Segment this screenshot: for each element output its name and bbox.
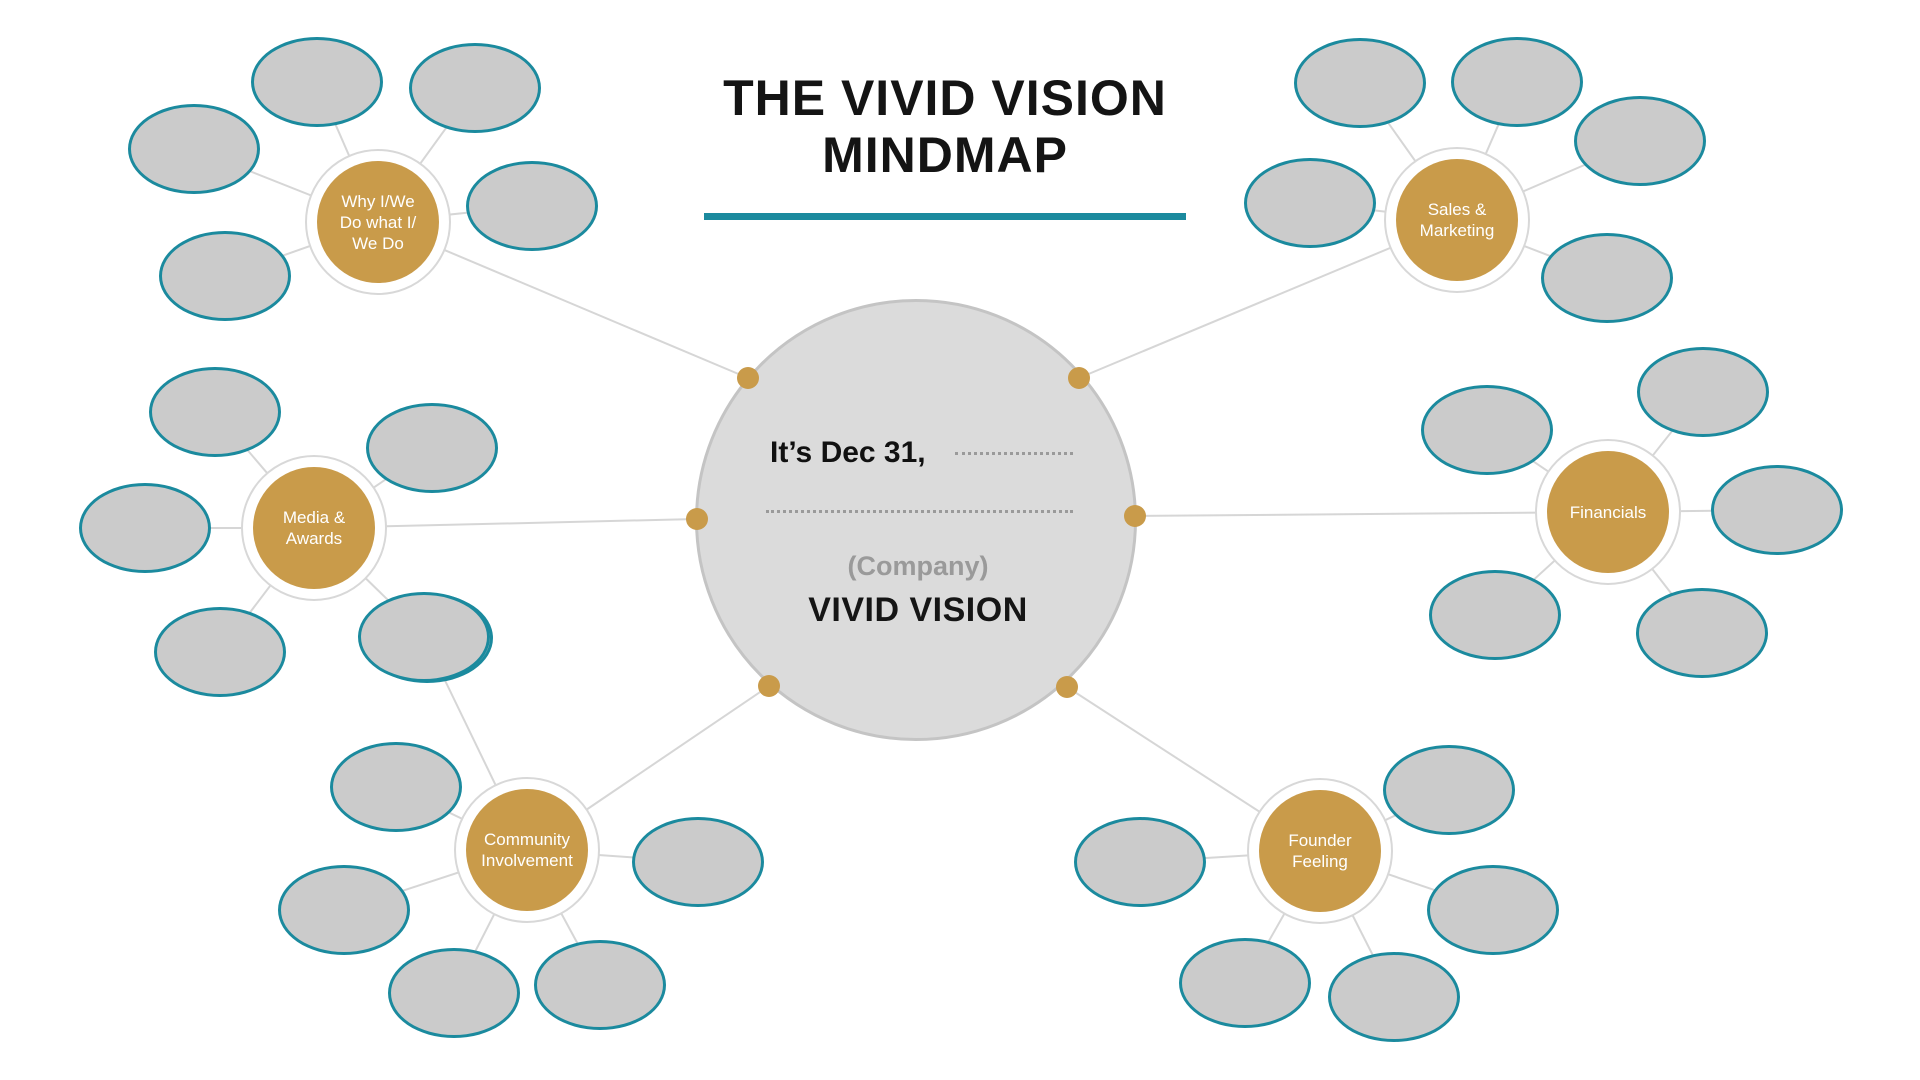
connector-dot-sales-marketing xyxy=(1068,367,1090,389)
satellite-ellipse-media-awards-3 xyxy=(79,483,211,573)
title-line-1: THE VIVID VISION xyxy=(723,70,1167,126)
branch-node-label: Community xyxy=(484,830,570,849)
satellite-ellipse-why-we-do-4 xyxy=(466,161,598,251)
satellite-ellipse-why-we-do-2 xyxy=(409,43,541,133)
satellite-ellipse-founder-feeling-1 xyxy=(1383,745,1515,835)
branch-node-label: Involvement xyxy=(481,851,573,870)
connector-dot-why-we-do xyxy=(737,367,759,389)
satellite-ellipse-financials-3 xyxy=(1711,465,1843,555)
branch-node-label: Founder xyxy=(1288,831,1352,850)
satellite-ellipse-why-we-do-1 xyxy=(251,37,383,127)
branch-node-label: Why I/We xyxy=(341,191,415,211)
center-intro-text: It’s Dec 31, xyxy=(770,436,926,469)
title-underline xyxy=(704,213,1186,220)
branch-node-label: Do what I/ xyxy=(339,212,417,232)
satellite-ellipse-sales-marketing-3 xyxy=(1574,96,1706,186)
connector-line xyxy=(1134,511,1609,517)
satellite-ellipse-financials-1 xyxy=(1637,347,1769,437)
satellite-ellipse-founder-feeling-3 xyxy=(1427,865,1559,955)
title-line-2: MINDMAP xyxy=(822,127,1068,183)
branch-node-label: Awards xyxy=(285,529,343,548)
branch-node-financials: Financials xyxy=(1535,439,1681,585)
date-blank-line xyxy=(955,452,1073,455)
branch-node-label: We Do xyxy=(352,233,404,253)
connector-dot-media-awards xyxy=(686,508,708,530)
satellite-ellipse-community-involvement-3 xyxy=(278,865,410,955)
connector-dot-financials xyxy=(1124,505,1146,527)
satellite-ellipse-founder-feeling-4 xyxy=(1179,938,1311,1028)
satellite-ellipse-media-awards-2 xyxy=(366,403,498,493)
satellite-ellipse-sales-marketing-2 xyxy=(1451,37,1583,127)
satellite-ellipse-financials-5 xyxy=(1636,588,1768,678)
connector-dot-founder-feeling xyxy=(1056,676,1078,698)
satellite-ellipse-community-involvement-1 xyxy=(358,592,490,682)
branch-node-label: Feeling xyxy=(1292,852,1348,871)
branch-node-circle-financials: Financials xyxy=(1547,451,1669,573)
satellite-ellipse-why-we-do-3 xyxy=(128,104,260,194)
satellite-ellipse-founder-feeling-2 xyxy=(1074,817,1206,907)
brand-label: VIVID VISION xyxy=(808,591,1028,629)
page-title: THE VIVID VISION MINDMAP xyxy=(545,70,1345,184)
branch-node-label: Marketing xyxy=(1419,221,1495,240)
branch-node-sales-marketing: Sales & Marketing xyxy=(1384,147,1530,293)
central-circle xyxy=(695,299,1137,741)
branch-node-label: Sales & xyxy=(1427,200,1487,219)
company-placeholder-label: (Company) xyxy=(847,551,989,581)
satellite-ellipse-financials-2 xyxy=(1421,385,1553,475)
connector-dot-community-involvement xyxy=(758,675,780,697)
satellite-ellipse-sales-marketing-5 xyxy=(1541,233,1673,323)
satellite-ellipse-sales-marketing-1 xyxy=(1294,38,1426,128)
satellite-ellipse-sales-marketing-4 xyxy=(1244,158,1376,248)
satellite-ellipse-community-involvement-4 xyxy=(388,948,520,1038)
branch-node-circle-media-awards: Media & Awards xyxy=(253,467,375,589)
company-blank-line xyxy=(766,510,1073,513)
satellite-ellipse-financials-4 xyxy=(1429,570,1561,660)
satellite-ellipse-community-involvement-6 xyxy=(632,817,764,907)
satellite-ellipse-why-we-do-5 xyxy=(159,231,291,321)
satellite-ellipse-media-awards-4 xyxy=(154,607,286,697)
satellite-ellipse-media-awards-1 xyxy=(149,367,281,457)
satellite-ellipse-community-involvement-2 xyxy=(330,742,462,832)
branch-node-media-awards: Media & Awards xyxy=(241,455,387,601)
satellite-ellipse-community-involvement-5 xyxy=(534,940,666,1030)
branch-node-label: Media & xyxy=(282,508,346,527)
branch-node-label: Financials xyxy=(1569,502,1647,522)
branch-node-circle-sales-marketing: Sales & Marketing xyxy=(1396,159,1518,281)
satellite-ellipse-founder-feeling-5 xyxy=(1328,952,1460,1042)
